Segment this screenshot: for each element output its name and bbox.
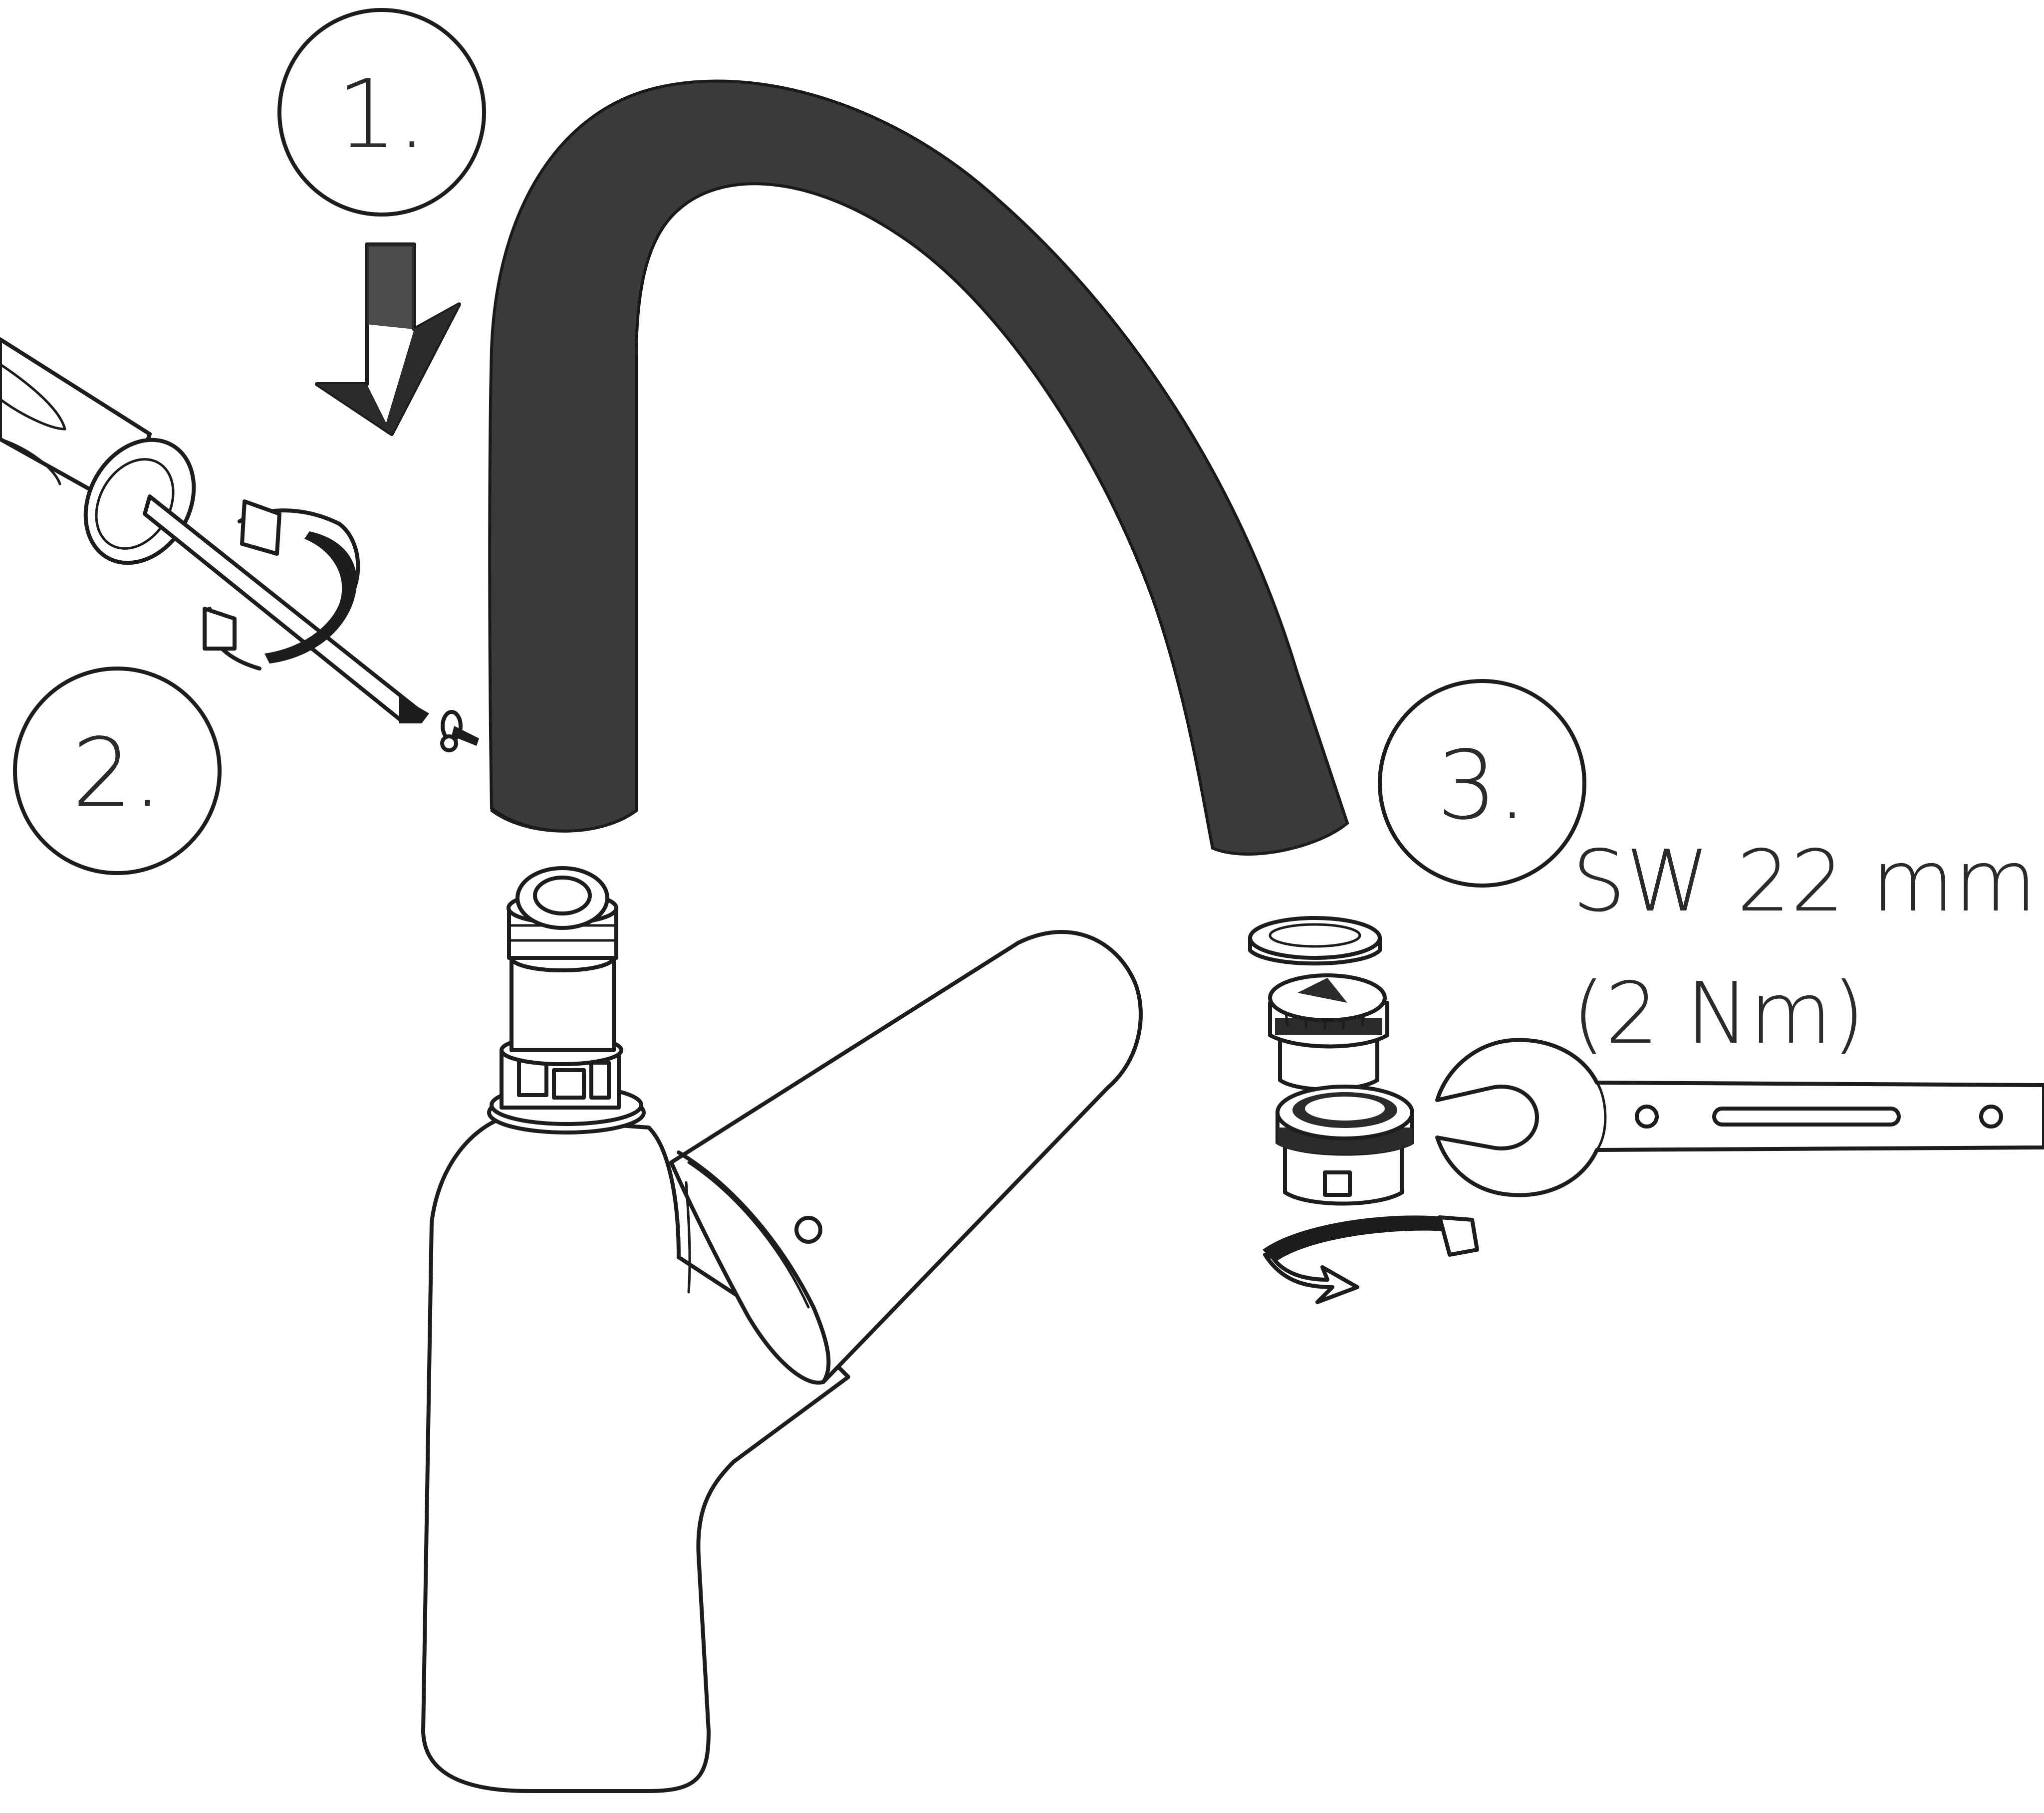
rotate-icon xyxy=(203,499,360,671)
step-1: 1. xyxy=(277,8,486,436)
spout xyxy=(488,79,1349,856)
arrow-down-icon xyxy=(315,242,461,436)
torque-label: (2 Nm) xyxy=(1572,964,1865,1063)
step-3-circle xyxy=(1378,679,1586,888)
step-2-circle xyxy=(13,667,222,875)
aerator-insert-icon xyxy=(1268,973,1389,1092)
wrench-icon xyxy=(1435,1038,2044,1197)
rotate-icon xyxy=(1263,1215,1479,1304)
step-1-label: 1. xyxy=(336,59,427,170)
step-2-label: 2. xyxy=(72,718,162,828)
faucet-body xyxy=(421,930,1143,1793)
wrench-size-label: SW 22 mm xyxy=(1572,832,2037,931)
step-3: 3. SW 22 mm (2 Nm) xyxy=(1248,679,2044,1304)
screwdriver-icon xyxy=(0,337,429,723)
step-3-label: 3. xyxy=(1437,730,1527,841)
screw-icon xyxy=(440,710,479,752)
aerator-housing-icon xyxy=(1276,1085,1414,1206)
step-1-circle xyxy=(277,8,486,217)
washer-icon xyxy=(1248,916,1382,966)
spout-mount xyxy=(487,866,646,1134)
step-2: 2. xyxy=(0,337,479,875)
